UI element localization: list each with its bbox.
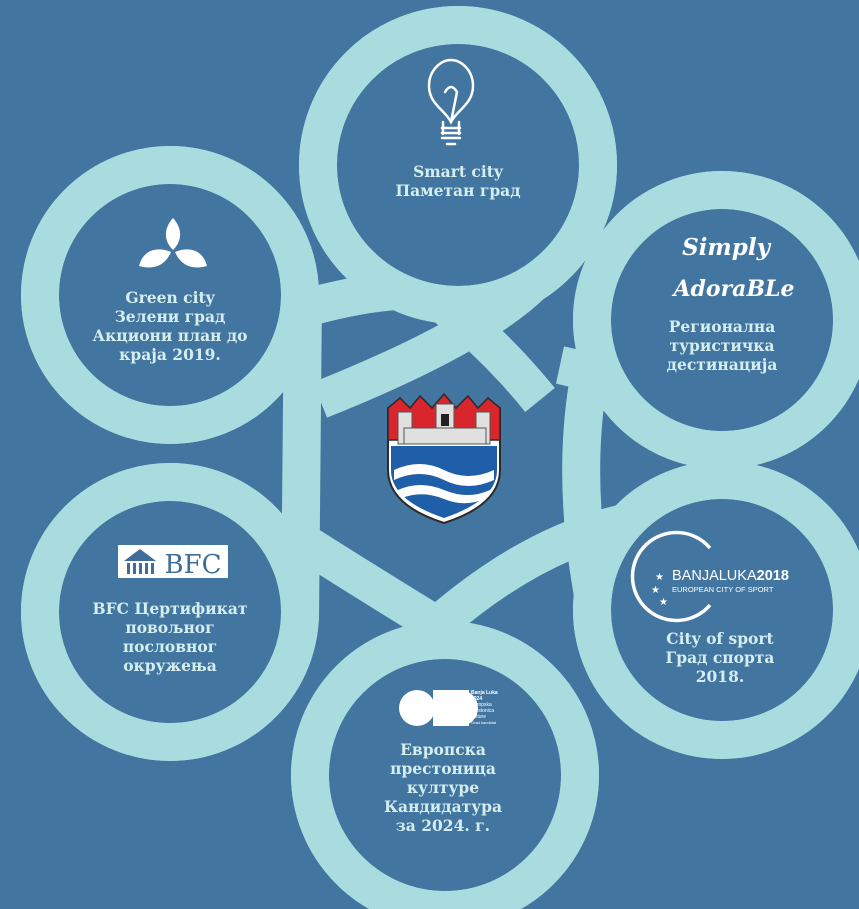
green-city-label: Green city Зелени град Акциони план до к… <box>92 288 248 364</box>
banja-luka-2024-logo: Banja Luka 2024 Evropska prestonica kult… <box>399 690 498 726</box>
face-tourism <box>611 209 833 431</box>
smart-city-label: Smart city Паметан град <box>395 162 521 200</box>
face-sport <box>611 499 833 721</box>
ring-outlines <box>21 6 859 909</box>
logo-line-1: Simply <box>682 234 772 261</box>
face-culture <box>329 659 561 891</box>
simply-adorable-logo: Simply AdoraBLe <box>671 234 794 302</box>
logo-title: BANJALUKA2018 <box>672 568 789 584</box>
culture-capital-label: Европска престоница културе Кандидатура … <box>383 740 503 835</box>
star-icon: ★ <box>651 585 660 596</box>
lightbulb-icon <box>427 58 475 146</box>
star-icon: ★ <box>659 597 668 608</box>
logo-subtitle: EUROPEAN CITY OF SPORT <box>672 585 774 594</box>
svg-text:Banja Luka: Banja Luka <box>471 690 498 696</box>
logo-line-2: AdoraBLe <box>671 276 794 302</box>
svg-text:kulture: kulture <box>471 714 486 720</box>
city-of-sport-label: City of sport Град спорта 2018. <box>665 629 775 686</box>
svg-text:2024: 2024 <box>471 696 482 702</box>
svg-text:Evropska: Evropska <box>471 702 492 708</box>
coat-of-arms-emblem <box>387 392 501 525</box>
svg-text:prestonica: prestonica <box>471 708 494 714</box>
bfc-logo: BFC <box>118 545 228 580</box>
banjaluka-2018-logo: ★ ★ ★ BANJALUKA2018 EUROPEAN CITY OF SPO… <box>630 530 789 623</box>
svg-text:Grad kandidat: Grad kandidat <box>471 720 497 725</box>
bfc-building-icon <box>124 549 156 574</box>
star-icon: ★ <box>655 572 664 583</box>
face-smart <box>337 44 579 286</box>
logo-arc <box>630 530 712 623</box>
leaf-icon <box>139 218 207 268</box>
face-green <box>59 184 281 406</box>
bfc-certificate-label: BFC Цертификат повољног пословног окруже… <box>92 599 248 675</box>
tourism-label: Регионална туристичка дестинација <box>666 317 778 374</box>
bfc-logo-text: BFC <box>164 550 221 580</box>
